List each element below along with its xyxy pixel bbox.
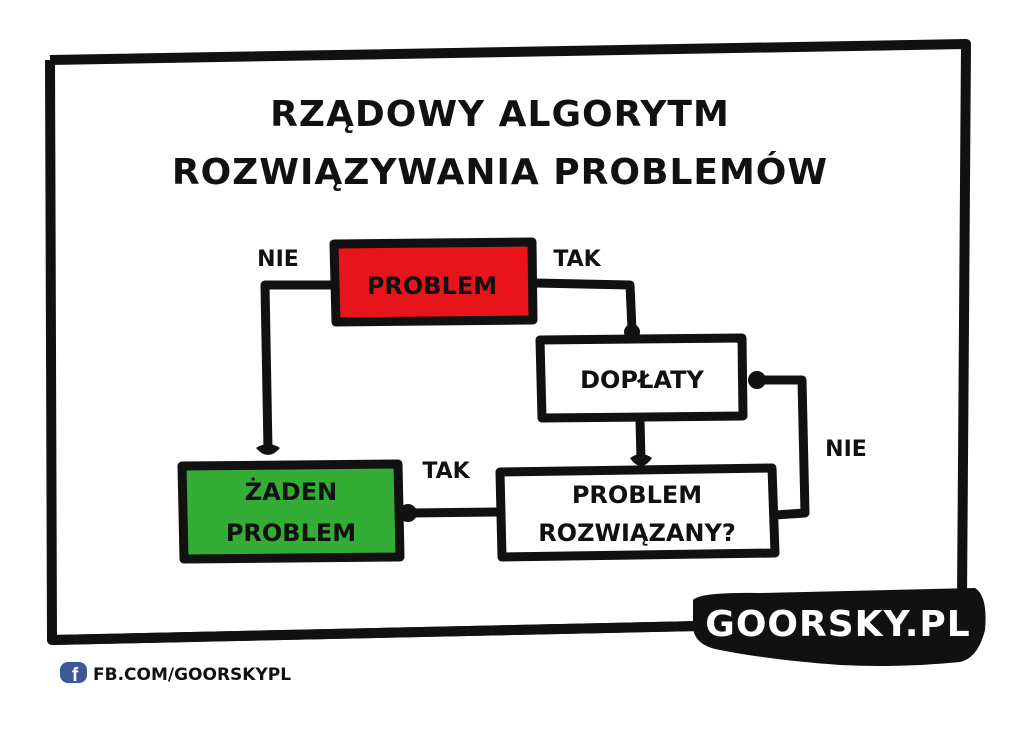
node-rozwiazany: PROBLEM ROZWIĄZANY? [495, 463, 780, 562]
edge-rozwiazany-tak [405, 507, 502, 518]
node-zaden-line-2: PROBLEM [226, 519, 356, 547]
edge-rozwiazany-nie [755, 375, 810, 520]
edge-problem-nie [260, 280, 337, 455]
facebook-icon: f [60, 662, 87, 686]
logo-text: GOORSKY.PL [705, 604, 970, 645]
node-rozwiazany-line-1: PROBLEM [572, 481, 702, 509]
title-line-1: RZĄDOWY ALGORYTM [270, 94, 730, 135]
edge-doplaty-rozwiazany [635, 415, 646, 465]
node-problem-label: PROBLEM [367, 272, 497, 300]
facebook-url: FB.COM/GOORSKYPL [93, 665, 291, 685]
node-problem: PROBLEM [329, 237, 538, 327]
edge-label-problem-nie: NIE [257, 247, 299, 272]
node-doplaty: DOPŁATY [535, 333, 748, 423]
arrow-head-icon [256, 444, 280, 455]
edge-label-problem-tak: TAK [553, 247, 601, 272]
node-zaden-line-1: ŻADEN [245, 477, 337, 506]
node-doplaty-label: DOPŁATY [580, 366, 704, 394]
arrow-dot-icon [748, 371, 766, 389]
node-rozwiazany-line-2: ROZWIĄZANY? [538, 519, 736, 547]
arrow-head-icon [630, 454, 652, 466]
edge-label-rozwiazany-tak: TAK [422, 459, 470, 484]
edge-label-rozwiazany-nie: NIE [825, 437, 867, 462]
facebook-link[interactable]: f FB.COM/GOORSKYPL [60, 662, 291, 686]
goorsky-logo[interactable]: GOORSKY.PL [692, 588, 986, 666]
edge-problem-tak [530, 278, 637, 335]
svg-text:f: f [72, 665, 79, 686]
node-zaden: ŻADEN PROBLEM [177, 459, 405, 564]
title-line-2: ROZWIĄZYWANIA PROBLEMÓW [172, 151, 828, 193]
